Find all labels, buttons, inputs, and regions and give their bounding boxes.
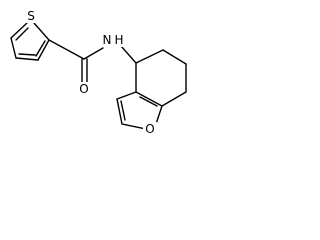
bond-c2-c3-double (35, 40, 46, 57)
bond-c2-carbonyl (48, 39, 85, 60)
structure-diagram: S N H O O (10, 9, 187, 136)
amide-nitrogen-label-bg (100, 33, 126, 47)
carbonyl-oxygen-label: O (79, 82, 88, 96)
bond-c2-o (121, 123, 147, 130)
bond-c5-c6 (162, 49, 187, 65)
carbonyl-oxygen-label-bg (78, 82, 91, 96)
amide-hydrogen-label: H (114, 33, 123, 47)
bond-c7a-c3a (135, 91, 163, 107)
bond-c2-c3 (37, 39, 50, 61)
furan-oxygen-label: O (145, 122, 154, 136)
bond-s-c2 (33, 22, 50, 41)
atom-labels: S N H O O (25, 9, 157, 136)
bond-c5-s (10, 22, 28, 39)
amide-nitrogen-label: N (103, 33, 112, 47)
bond-n-c4 (120, 45, 137, 64)
amide-linker (48, 39, 137, 83)
bond-c4-c5 (10, 37, 17, 59)
bond-c7-c7a (161, 91, 187, 107)
bond-c3-c4 (15, 57, 39, 61)
bond-c4-c5 (135, 49, 164, 64)
thiophene-ring (10, 22, 50, 61)
sulfur-label-bg (25, 9, 37, 23)
bond-carbonyl-n (83, 47, 104, 60)
bond-c3-c2-double (120, 100, 126, 121)
bond-o-c7a (155, 105, 163, 125)
furan-ring (116, 91, 163, 130)
bond-c3-c4-double (18, 53, 36, 56)
bond-c3a-c3 (116, 91, 137, 100)
sulfur-label: S (27, 9, 35, 23)
bond-c5-s-double (15, 27, 29, 41)
cyclohexane-ring (135, 49, 187, 107)
bond-c3a-c7a-double (139, 96, 158, 107)
furan-oxygen-label-bg (143, 122, 157, 136)
bond-c3-c2 (116, 98, 123, 125)
